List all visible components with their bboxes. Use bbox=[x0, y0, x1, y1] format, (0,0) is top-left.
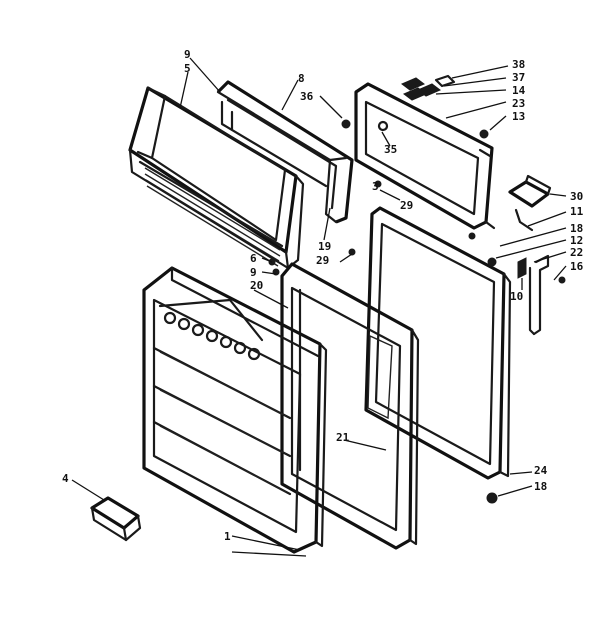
handle-bracket-set bbox=[486, 254, 566, 504]
callout-8: 8 bbox=[298, 72, 305, 85]
fresh-food-gasket-frame bbox=[364, 206, 512, 480]
hinge-block-set bbox=[401, 74, 489, 139]
callout-3: 3 bbox=[372, 180, 379, 193]
callout-12: 12 bbox=[570, 234, 583, 247]
callout-18a: 18 bbox=[570, 222, 583, 235]
callout-9a: 9 bbox=[184, 48, 191, 61]
callout-24: 24 bbox=[534, 464, 548, 477]
callout-4: 4 bbox=[62, 472, 69, 485]
freezer-door-frame bbox=[354, 82, 496, 230]
freezer-shelf-bin bbox=[128, 86, 305, 270]
callout-36: 36 bbox=[300, 90, 314, 103]
hinge-bracket bbox=[508, 174, 552, 232]
callout-21: 21 bbox=[336, 431, 350, 444]
screw-set bbox=[268, 119, 476, 276]
callouts: 9 5 8 36 38 37 14 23 13 35 3 29 30 11 18… bbox=[62, 48, 584, 543]
shelf-clip bbox=[90, 496, 142, 542]
fresh-food-door-liner bbox=[142, 266, 328, 554]
callout-1: 1 bbox=[224, 530, 231, 543]
callout-6: 6 bbox=[250, 252, 257, 265]
callout-19: 19 bbox=[318, 240, 331, 253]
callout-22: 22 bbox=[570, 246, 583, 259]
callout-38: 38 bbox=[512, 58, 525, 71]
callout-9b: 9 bbox=[250, 266, 257, 279]
callout-14: 14 bbox=[512, 84, 526, 97]
callout-16: 16 bbox=[570, 260, 584, 273]
callout-18b: 18 bbox=[534, 480, 547, 493]
door-gasket bbox=[280, 262, 420, 550]
callout-35: 35 bbox=[384, 143, 397, 156]
callout-13: 13 bbox=[512, 110, 525, 123]
callout-23: 23 bbox=[512, 97, 525, 110]
door-liner-bar bbox=[216, 80, 354, 224]
callout-29a: 29 bbox=[400, 199, 413, 212]
callout-20: 20 bbox=[250, 279, 263, 292]
callout-29b: 29 bbox=[316, 254, 329, 267]
callout-30: 30 bbox=[570, 190, 583, 203]
callout-5: 5 bbox=[184, 62, 191, 75]
callout-37: 37 bbox=[512, 71, 525, 84]
callout-11: 11 bbox=[570, 205, 584, 218]
leader-lines bbox=[71, 57, 567, 557]
callout-10: 10 bbox=[510, 290, 523, 303]
